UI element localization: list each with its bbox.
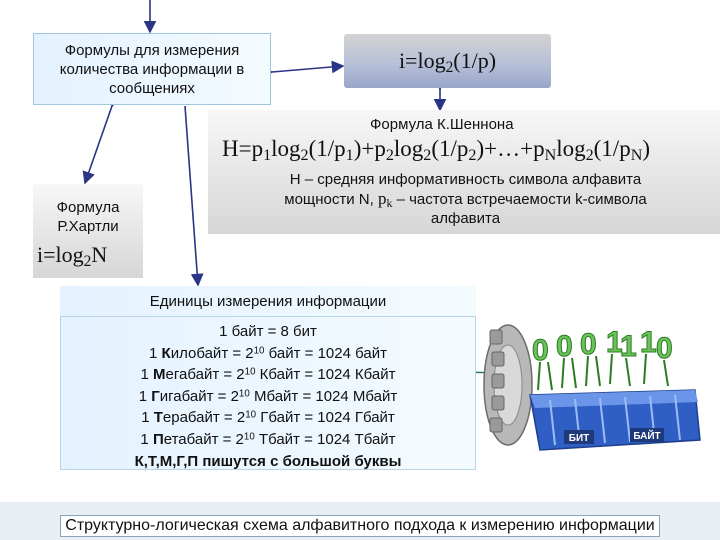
measurement-formulas-box: Формулы для измерения количества информа… bbox=[33, 33, 271, 105]
shannon-formula-box: Формула К.Шеннона H=p1log2(1/p1)+p2log2(… bbox=[208, 110, 720, 234]
hartley-label: Формула Р.Хартли bbox=[56, 199, 120, 235]
probability-formula-box: i=log2(1/p) bbox=[344, 34, 551, 88]
unit-row: 1 Терабайт = 210 Гбайт = 1024 Гбайт bbox=[141, 409, 395, 427]
probability-formula: i=log2(1/p) bbox=[398, 48, 497, 76]
svg-text:1: 1 bbox=[606, 326, 623, 359]
shannon-description: H – средняя информативность символа алфа… bbox=[284, 171, 647, 227]
shannon-title: Формула К.Шеннона bbox=[370, 116, 514, 133]
svg-text:0: 0 bbox=[532, 334, 549, 367]
unit-row: К,Т,М,Г,П пишутся с большой буквы bbox=[134, 452, 402, 470]
arrow-measure-to-hartley bbox=[82, 93, 122, 185]
byte-label: БАЙТ bbox=[630, 428, 664, 442]
svg-text:0: 0 bbox=[556, 330, 573, 363]
units-header-text: Единицы измерения информации bbox=[149, 292, 387, 310]
unit-row: 1 Килобайт = 210 байт = 1024 байт bbox=[149, 344, 387, 362]
units-header: Единицы измерения информации bbox=[60, 286, 476, 316]
svg-text:0: 0 bbox=[580, 328, 597, 361]
conveyor-track bbox=[529, 389, 701, 451]
svg-text:0: 0 bbox=[656, 332, 673, 365]
svg-text:БАЙТ: БАЙТ bbox=[633, 429, 660, 442]
footer-caption: Структурно-логическая схема алфавитного … bbox=[60, 515, 660, 537]
unit-row: 1 Мегабайт = 210 Кбайт = 1024 Кбайт bbox=[140, 366, 396, 384]
unit-row: 1 байт = 8 бит bbox=[219, 323, 317, 340]
svg-text:БИТ: БИТ bbox=[569, 433, 589, 444]
measure-line-3: сообщениях bbox=[109, 79, 195, 97]
measure-line-1: Формулы для измерения bbox=[64, 41, 240, 59]
bit-label: БИТ bbox=[564, 430, 594, 444]
unit-row: 1 Гигабайт = 210 Мбайт = 1024 Мбайт bbox=[138, 387, 398, 405]
arrow-measure-to-hartley-top bbox=[260, 60, 345, 80]
units-box: 1 байт = 8 бит 1 Килобайт = 210 байт = 1… bbox=[60, 316, 476, 470]
bits-bytes-illustration: 0 0 0 1 1 1 0 БИТ БАЙТ bbox=[483, 324, 701, 451]
arrow-measure-to-units bbox=[184, 105, 204, 287]
svg-text:1: 1 bbox=[620, 330, 637, 363]
gear-icon bbox=[483, 324, 533, 446]
shannon-formula: H=p1log2(1/p1)+p2log2(1/p2)+…+pNlog2(1/p… bbox=[222, 136, 650, 165]
digit-figures: 0 0 0 1 1 1 0 bbox=[532, 326, 674, 368]
footer-caption-bar: Структурно-логическая схема алфавитного … bbox=[0, 502, 720, 540]
hartley-formula: i=log2N bbox=[37, 242, 108, 270]
hartley-formula-box: Формула Р.Хартли i=log2N bbox=[33, 184, 143, 278]
unit-row: 1 Петабайт = 210 Тбайт = 1024 Тбайт bbox=[140, 430, 396, 448]
svg-text:1: 1 bbox=[640, 326, 657, 359]
measure-line-2: количества информации в bbox=[59, 60, 245, 78]
